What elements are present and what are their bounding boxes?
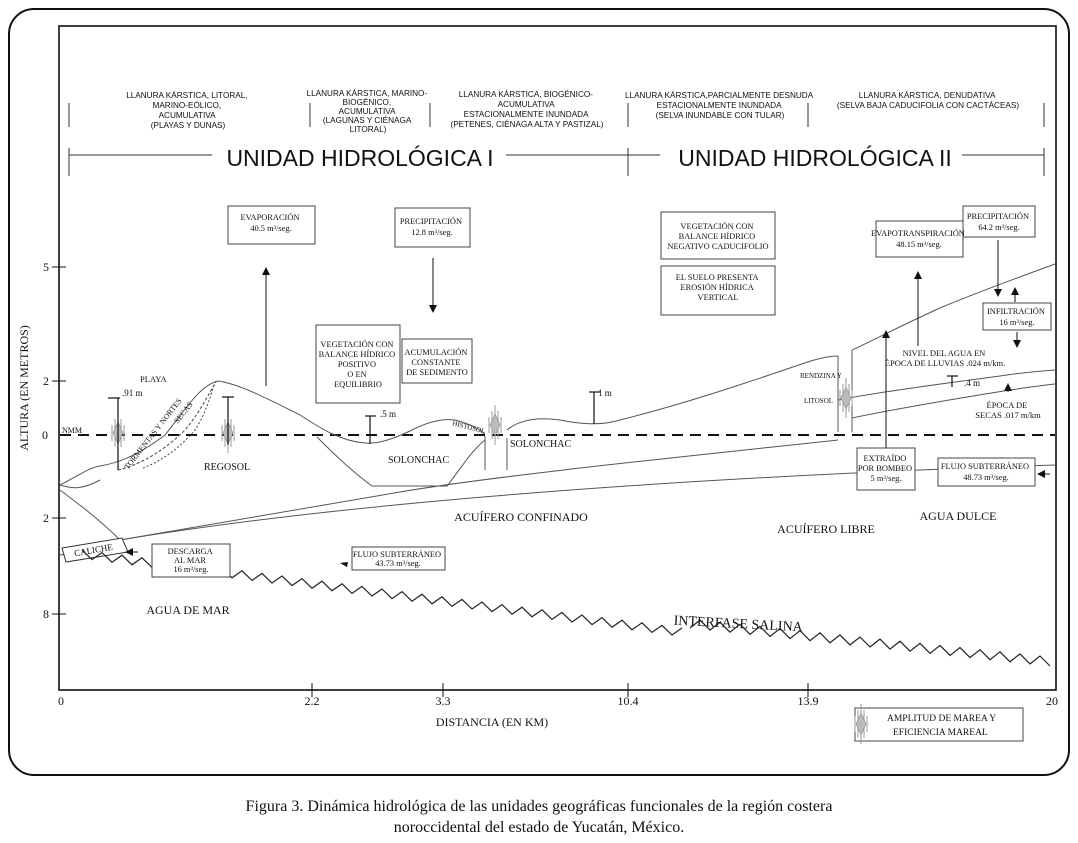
- measurement-markers: [108, 375, 958, 470]
- measure-1-label: 1 m: [598, 388, 612, 398]
- infiltration-box: INFILTRACIÓN 16 m³/seg.: [987, 306, 1047, 327]
- landscape-unit-4: LLANURA KÁRSTICA,PARCIALMENTE DESNUDA ES…: [625, 90, 815, 120]
- legend-text: AMPLITUD DE MAREA Y EFICIENCIA MAREAL: [887, 714, 998, 738]
- nmm-label: NMM: [62, 426, 82, 435]
- y-tick-label: 0: [42, 428, 48, 442]
- measure-091-label: .91 m: [122, 388, 143, 398]
- hydro-unit-1-title: UNIDAD HIDROLÓGICA I: [226, 145, 493, 171]
- solonchac-label-2: SOLONCHAC: [510, 439, 571, 450]
- flow-arrows: [125, 240, 1050, 556]
- caption-line-2: noroccidental del estado de Yucatán, Méx…: [393, 819, 685, 836]
- plot-frame: [58, 25, 1057, 691]
- soil-erosion-box: EL SUELO PRESENTA EROSIÓN HÍDRICA VERTIC…: [676, 273, 760, 302]
- vegetation-negative-box: VEGETACIÓN CON BALANCE HÍDRICO NEGATIVO …: [667, 221, 768, 251]
- x-tick-label: 3.3: [436, 694, 451, 708]
- water-table-lines: [837, 369, 1056, 419]
- pumping-box: EXTRAÍDO POR BOMBEO 5 m³/seg.: [858, 453, 914, 483]
- x-tick-label: 0: [58, 694, 64, 708]
- confined-aquifer-label: ACUÍFERO CONFINADO: [454, 510, 588, 524]
- regosol-label: REGOSOL: [204, 462, 250, 473]
- solonchac-label-1: SOLONCHAC: [388, 455, 449, 466]
- beach-label: PLAYA: [140, 374, 167, 384]
- tide-amplitude-symbol: [111, 377, 853, 454]
- y-axis-label: ALTURA (EN METROS): [17, 325, 31, 451]
- storms-label: TORMENTAS Y NORTES: [122, 396, 183, 471]
- info-boxes: [151, 205, 1052, 742]
- y-axis: [52, 266, 66, 615]
- sediment-box: ACUMULACIÓN CONSTANTE DE SEDIMENTO: [405, 347, 470, 377]
- vegetation-positive-box: VEGETACIÓN CON BALANCE HÍDRICO POSITIVO …: [319, 339, 398, 389]
- landscape-unit-5: LLANURA KÁRSTICA, DENUDATIVA (SELVA BAJA…: [837, 90, 1019, 110]
- x-axis-label: DISTANCIA (EN KM): [436, 715, 548, 729]
- evapotranspiration-box: EVAPOTRANSPIRACIÓN 48.15 m³/seg.: [871, 228, 967, 249]
- legend: AMPLITUD DE MAREA Y EFICIENCIA MAREAL: [854, 703, 998, 745]
- hydrology-diagram: LLANURA KÁRSTICA, LITORAL, MARINO-EÓLICO…: [17, 25, 1058, 745]
- landscape-unit-3: LLANURA KÁRSTICA, BIOGÉNICO- ACUMULATIVA…: [450, 89, 603, 129]
- x-tick-label: 13.9: [798, 694, 819, 708]
- dune-dry-line: [142, 384, 215, 469]
- sea-water-label: AGUA DE MAR: [146, 603, 229, 617]
- precipitation-box-1: PRECIPITACIÓN 12.8 m³/seg.: [400, 216, 464, 237]
- x-tick-label: 2.2: [305, 694, 320, 708]
- measure-04-label: .4 m: [964, 378, 980, 388]
- evaporation-box: EVAPORACIÓN 40.5 m³/seg.: [240, 212, 301, 233]
- rainy-water-level-label: NIVEL DEL AGUA EN ÉPOCA DE LLUVIAS .024 …: [885, 348, 1005, 368]
- free-aquifer-label: ACUÍFERO LIBRE: [777, 522, 875, 536]
- figure-caption: Figura 3. Dinámica hidrológica de las un…: [0, 796, 1078, 838]
- landscape-unit-brackets: [68, 103, 1045, 127]
- hydro-unit-2-title: UNIDAD HIDROLÓGICA II: [678, 145, 951, 171]
- x-axis: [311, 683, 809, 697]
- flow-arrow: [340, 562, 348, 567]
- saline-interface-label: INTERFASE SALINA: [673, 614, 804, 636]
- dry-season-level-label: ÉPOCA DE SECAS .017 m/km: [975, 400, 1041, 420]
- landscape-unit-2: LLANURA KÁRSTICA, MARINO- BIOGÉNICO, ACU…: [307, 88, 430, 134]
- y-tick-label: 2: [43, 374, 49, 388]
- landscape-unit-1: LLANURA KÁRSTICA, LITORAL, MARINO-EÓLICO…: [126, 90, 250, 130]
- caption-line-1: Figura 3. Dinámica hidrológica de las un…: [245, 798, 833, 815]
- precipitation-box-2: PRECIPITACIÓN 64.2 m³/seg.: [967, 211, 1031, 232]
- x-tick-label: 20: [1046, 694, 1058, 708]
- measure-05-label: .5 m: [380, 409, 396, 419]
- figure-frame: [8, 8, 1070, 776]
- histosol-label: HISTOSOL: [451, 419, 486, 435]
- soil-rendzina-label: RENDZINA Y LITOSOL: [800, 372, 843, 405]
- y-tick-label: 8: [43, 607, 49, 621]
- groundwater-flow-box-1: FLUJO SUBTERRÁNEO 43.73 m³/seg.: [353, 549, 443, 568]
- terrain-profile: [59, 263, 1056, 489]
- fresh-water-label: AGUA DULCE: [920, 509, 997, 523]
- x-tick-label: 10.4: [618, 694, 639, 708]
- y-tick-label: 2: [43, 511, 49, 525]
- y-tick-label: 5: [43, 260, 49, 274]
- sea-discharge-box: DESCARGA AL MAR 16 m³/seg.: [168, 547, 215, 574]
- hydro-unit-brackets: [68, 148, 1045, 176]
- groundwater-flow-box-2: FLUJO SUBTERRÁNEO 48.73 m³/seg.: [941, 461, 1031, 482]
- dune-storm-line: [117, 381, 217, 471]
